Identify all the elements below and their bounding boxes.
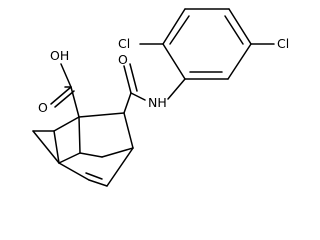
amide-group [123,63,186,114]
molecule-structure: Cl Cl NH O OH O [32,8,289,187]
atom-label-cl-left: Cl [118,36,130,51]
tricyclic-core [32,112,134,187]
dichlorophenyl-ring [162,8,252,80]
atom-label-cl-right: Cl [277,36,289,51]
atom-label-o-amide: O [118,52,128,67]
atom-label-nh: NH [148,95,167,110]
atom-label-oh: OH [50,48,69,63]
carboxylic-acid-group [50,63,80,118]
atom-label-o-acid: O [38,100,48,115]
